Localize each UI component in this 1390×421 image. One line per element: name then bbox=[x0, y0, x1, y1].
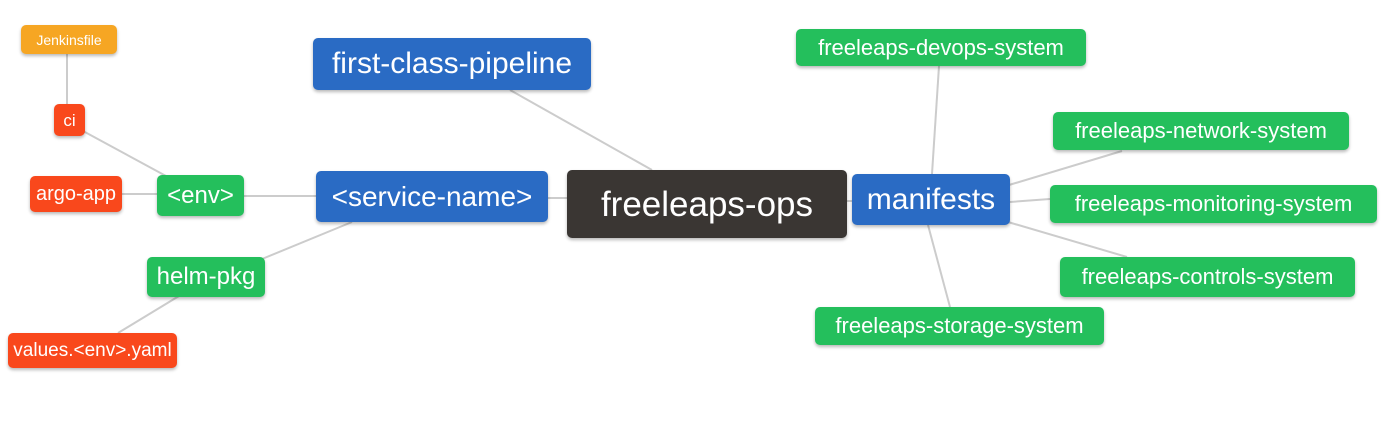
edge-manifests--freeleaps-network-system bbox=[1008, 150, 1123, 186]
edge-first-class-pipeline--freeleaps-ops bbox=[509, 89, 653, 171]
node-ci[interactable]: ci bbox=[54, 104, 85, 136]
node-values-env-yaml[interactable]: values.<env>.yaml bbox=[8, 333, 177, 368]
edge-manifests--freeleaps-monitoring-system bbox=[1009, 198, 1051, 203]
node-first-class-pipeline[interactable]: first-class-pipeline bbox=[313, 38, 591, 90]
node-freeleaps-storage-system[interactable]: freeleaps-storage-system bbox=[815, 307, 1104, 345]
edge-manifests--freeleaps-devops-system bbox=[931, 65, 940, 175]
edge-helm-pkg--service-name bbox=[261, 221, 353, 260]
node-freeleaps-ops[interactable]: freeleaps-ops bbox=[567, 170, 847, 238]
edge-manifests--freeleaps-controls-system bbox=[1007, 221, 1128, 258]
node-freeleaps-monitoring-system[interactable]: freeleaps-monitoring-system bbox=[1050, 185, 1377, 223]
node-helm-pkg[interactable]: helm-pkg bbox=[147, 257, 265, 297]
node-freeleaps-controls-system[interactable]: freeleaps-controls-system bbox=[1060, 257, 1355, 297]
node-env[interactable]: <env> bbox=[157, 175, 244, 216]
edge-ci--env bbox=[82, 130, 167, 177]
edge-values-env-yaml--helm-pkg bbox=[117, 295, 180, 334]
node-argo-app[interactable]: argo-app bbox=[30, 176, 122, 212]
node-freeleaps-devops-system[interactable]: freeleaps-devops-system bbox=[796, 29, 1086, 66]
edge-manifests--freeleaps-storage-system bbox=[927, 224, 951, 308]
node-jenkinsfile[interactable]: Jenkinsfile bbox=[21, 25, 117, 54]
node-freeleaps-network-system[interactable]: freeleaps-network-system bbox=[1053, 112, 1349, 150]
node-manifests[interactable]: manifests bbox=[852, 174, 1010, 225]
node-service-name[interactable]: <service-name> bbox=[316, 171, 548, 222]
